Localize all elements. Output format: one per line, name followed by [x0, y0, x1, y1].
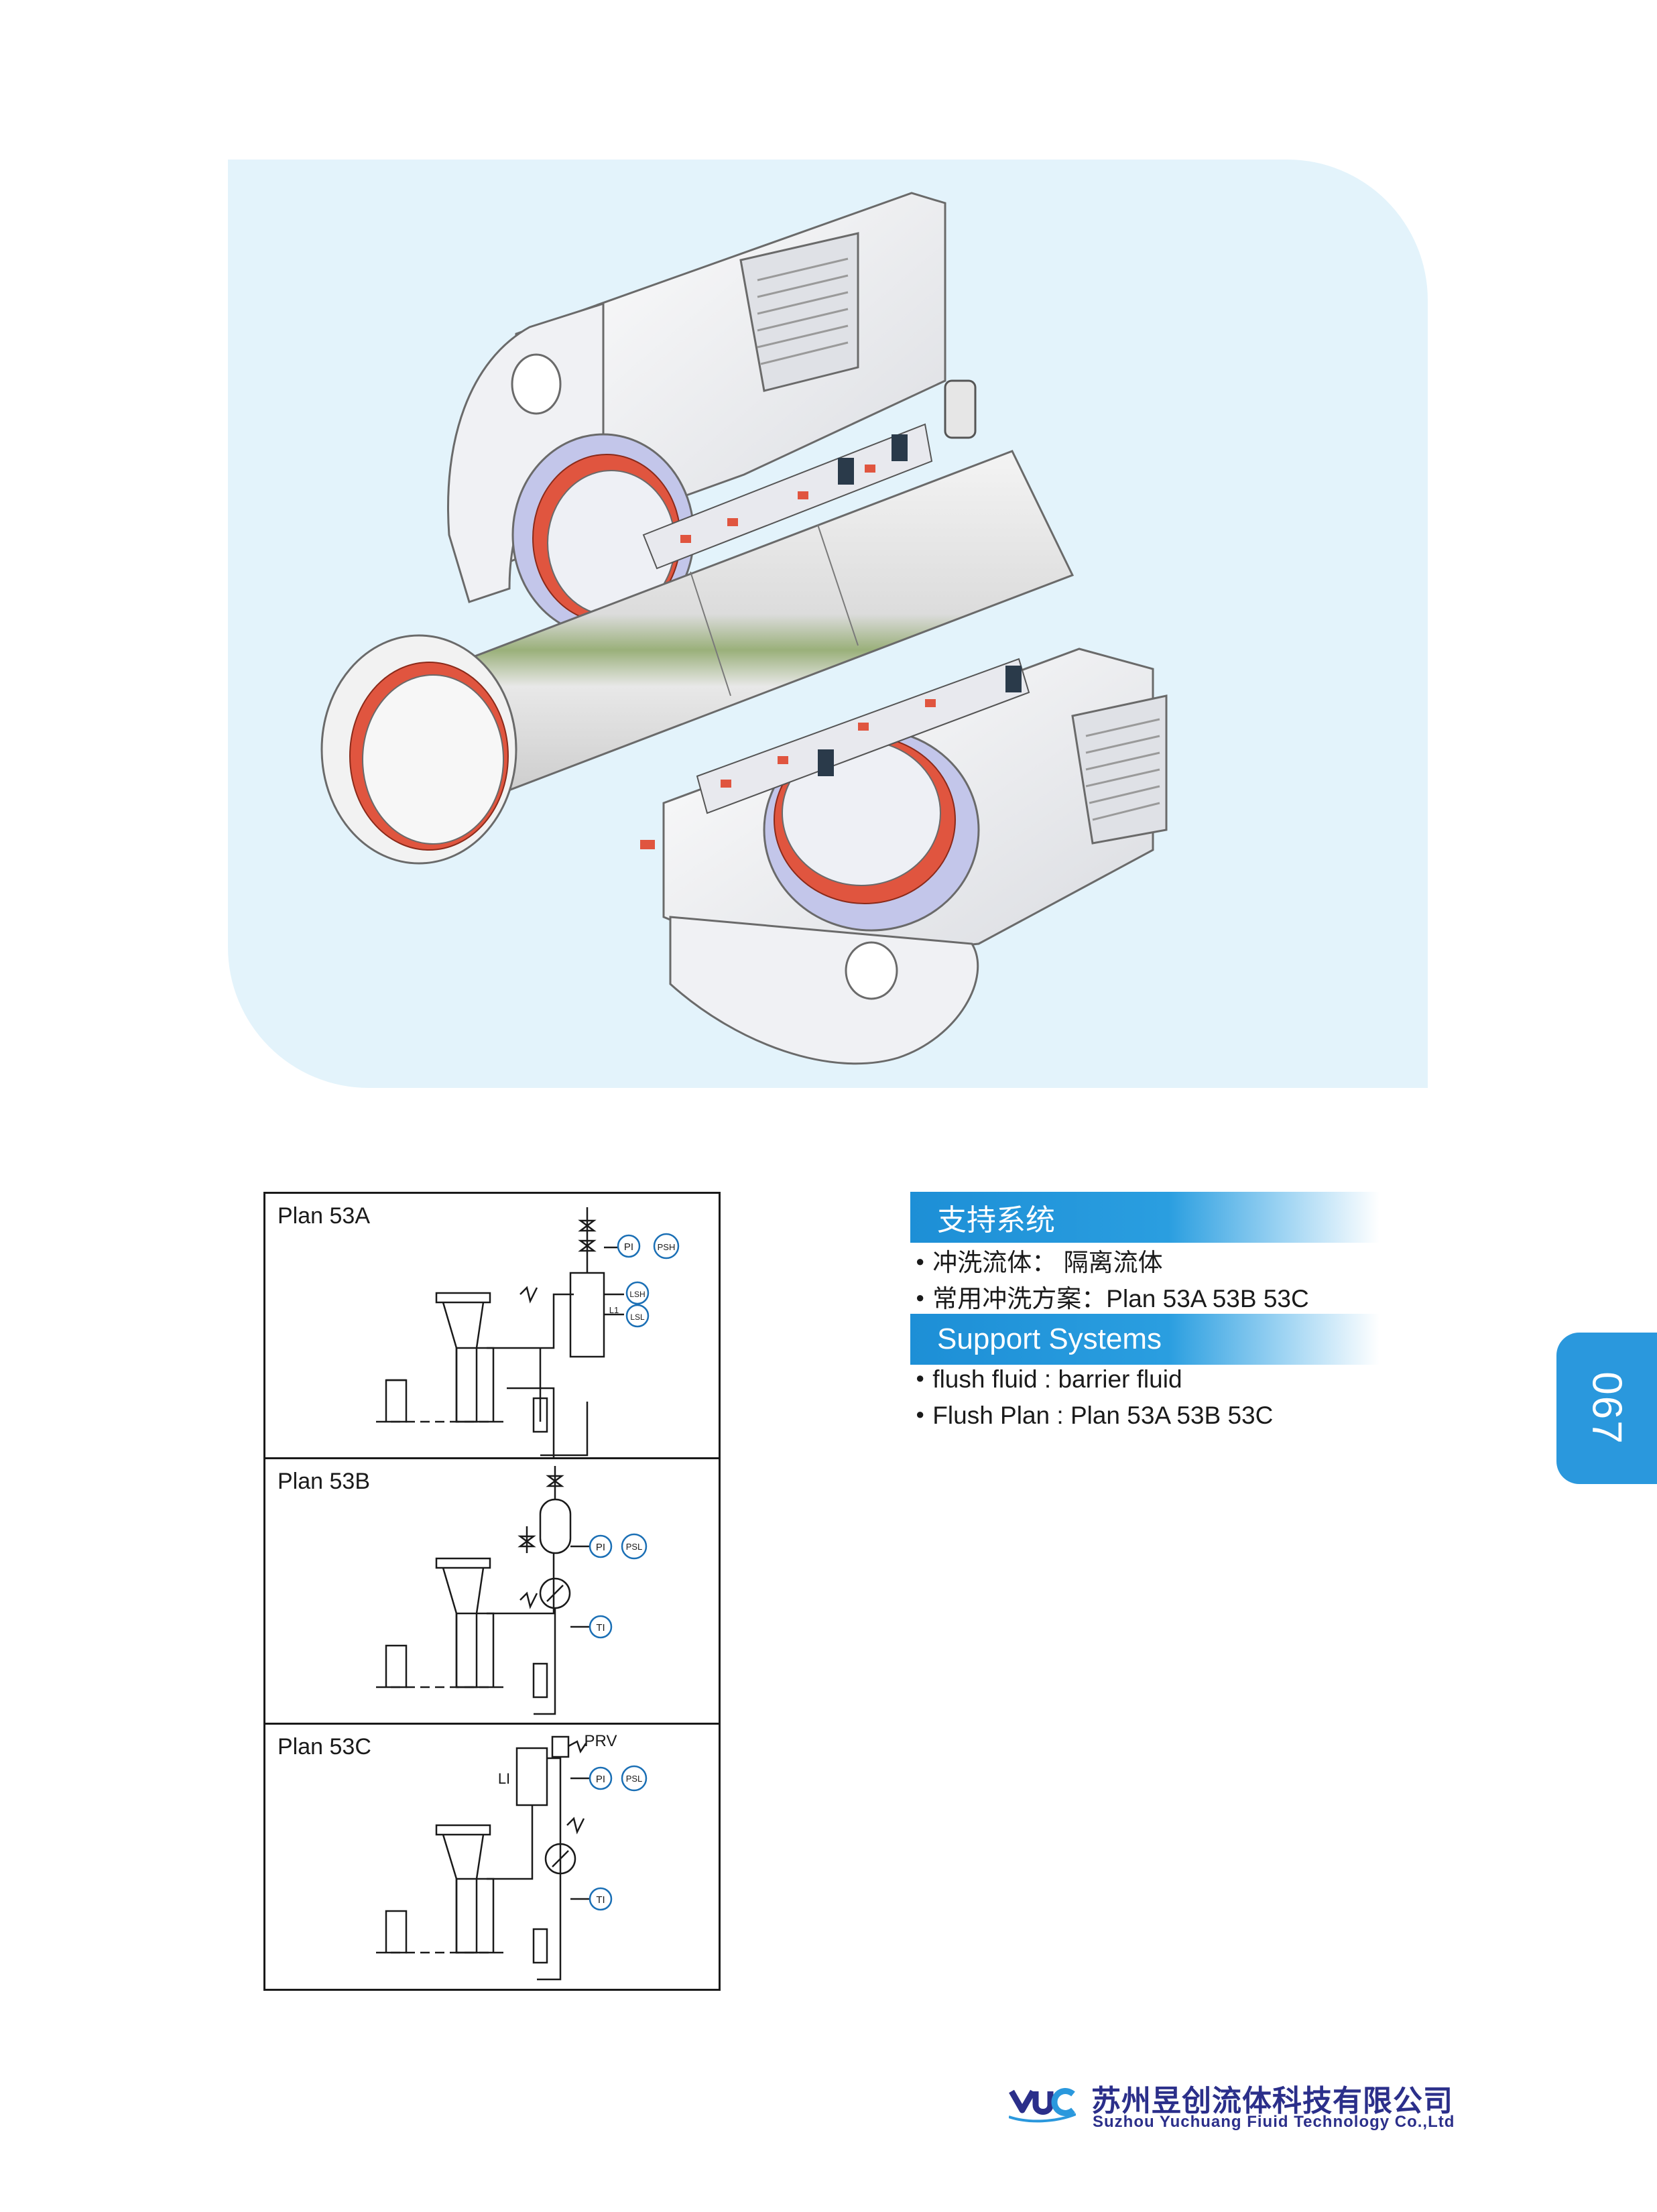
support-cn-heading-bar: 支持系统	[910, 1192, 1379, 1243]
instrument-li-label: LI	[498, 1770, 510, 1787]
instrument-ti-label: TI	[596, 1622, 605, 1634]
mechanical-seal-cutaway-illustration	[320, 192, 1168, 1065]
instrument-pi-label: PI	[596, 1542, 605, 1553]
plan-53a-schematic: PI PSH LSH LSL L1	[376, 1207, 680, 1459]
instrument-lsl-label: LSL	[630, 1312, 645, 1322]
support-en-item: Flush Plan : Plan 53A 53B 53C	[916, 1398, 1273, 1434]
flush-plans-table: PI PSH LSH LSL L1 Plan 53A	[263, 1192, 721, 1991]
support-en-heading-bar: Support Systems	[910, 1314, 1379, 1365]
yuc-logo-icon	[1009, 2088, 1076, 2123]
page-number-tab: 067	[1556, 1333, 1657, 1484]
instrument-psh-label: PSH	[658, 1242, 676, 1252]
plan-53c-title: Plan 53C	[278, 1734, 371, 1760]
plan-53c-cell: PRV LI PI PSL TI Plan 53C	[265, 1725, 719, 1989]
plan-53c-schematic: PRV LI PI PSL TI	[376, 1732, 648, 1981]
support-cn-item: 冲洗流体： 隔离流体	[916, 1245, 1309, 1282]
hero-panel	[228, 160, 1428, 1088]
plan-53a-title: Plan 53A	[278, 1203, 370, 1229]
instrument-l1-label: L1	[609, 1305, 619, 1315]
support-en-item: flush fluid : barrier fluid	[916, 1362, 1273, 1398]
instrument-pi-label: PI	[596, 1774, 605, 1785]
support-en-list: flush fluid : barrier fluid Flush Plan :…	[916, 1362, 1273, 1434]
instrument-psl-label: PSL	[626, 1774, 643, 1784]
instrument-ti-label: TI	[596, 1894, 605, 1906]
instrument-psl-label: PSL	[626, 1542, 643, 1552]
support-cn-item: 常用冲洗方案：Plan 53A 53B 53C	[916, 1282, 1308, 1318]
company-name-en: Suzhou Yuchuang Fiuid Technology Co.,Ltd	[1093, 2113, 1455, 2131]
plan-53a-cell: PI PSH LSH LSL L1 Plan 53A	[265, 1194, 719, 1459]
instrument-pi-label: PI	[624, 1241, 633, 1253]
page-number: 067	[1583, 1371, 1630, 1445]
support-cn-list: 冲洗流体： 隔离流体 常用冲洗方案：Plan 53A 53B 53C	[916, 1245, 1309, 1318]
instrument-lsh-label: LSH	[629, 1290, 645, 1299]
support-cn-heading: 支持系统	[937, 1204, 1055, 1237]
company-name-cn: 苏州昱创流体科技有限公司	[1091, 2084, 1453, 2118]
instrument-prv-label: PRV	[585, 1732, 617, 1750]
plan-53b-title: Plan 53B	[278, 1469, 370, 1494]
plan-53b-cell: PI PSL TI Plan 53B	[265, 1459, 719, 1725]
plan-53b-schematic: PI PSL TI	[376, 1466, 648, 1715]
support-en-heading: Support Systems	[937, 1323, 1162, 1355]
